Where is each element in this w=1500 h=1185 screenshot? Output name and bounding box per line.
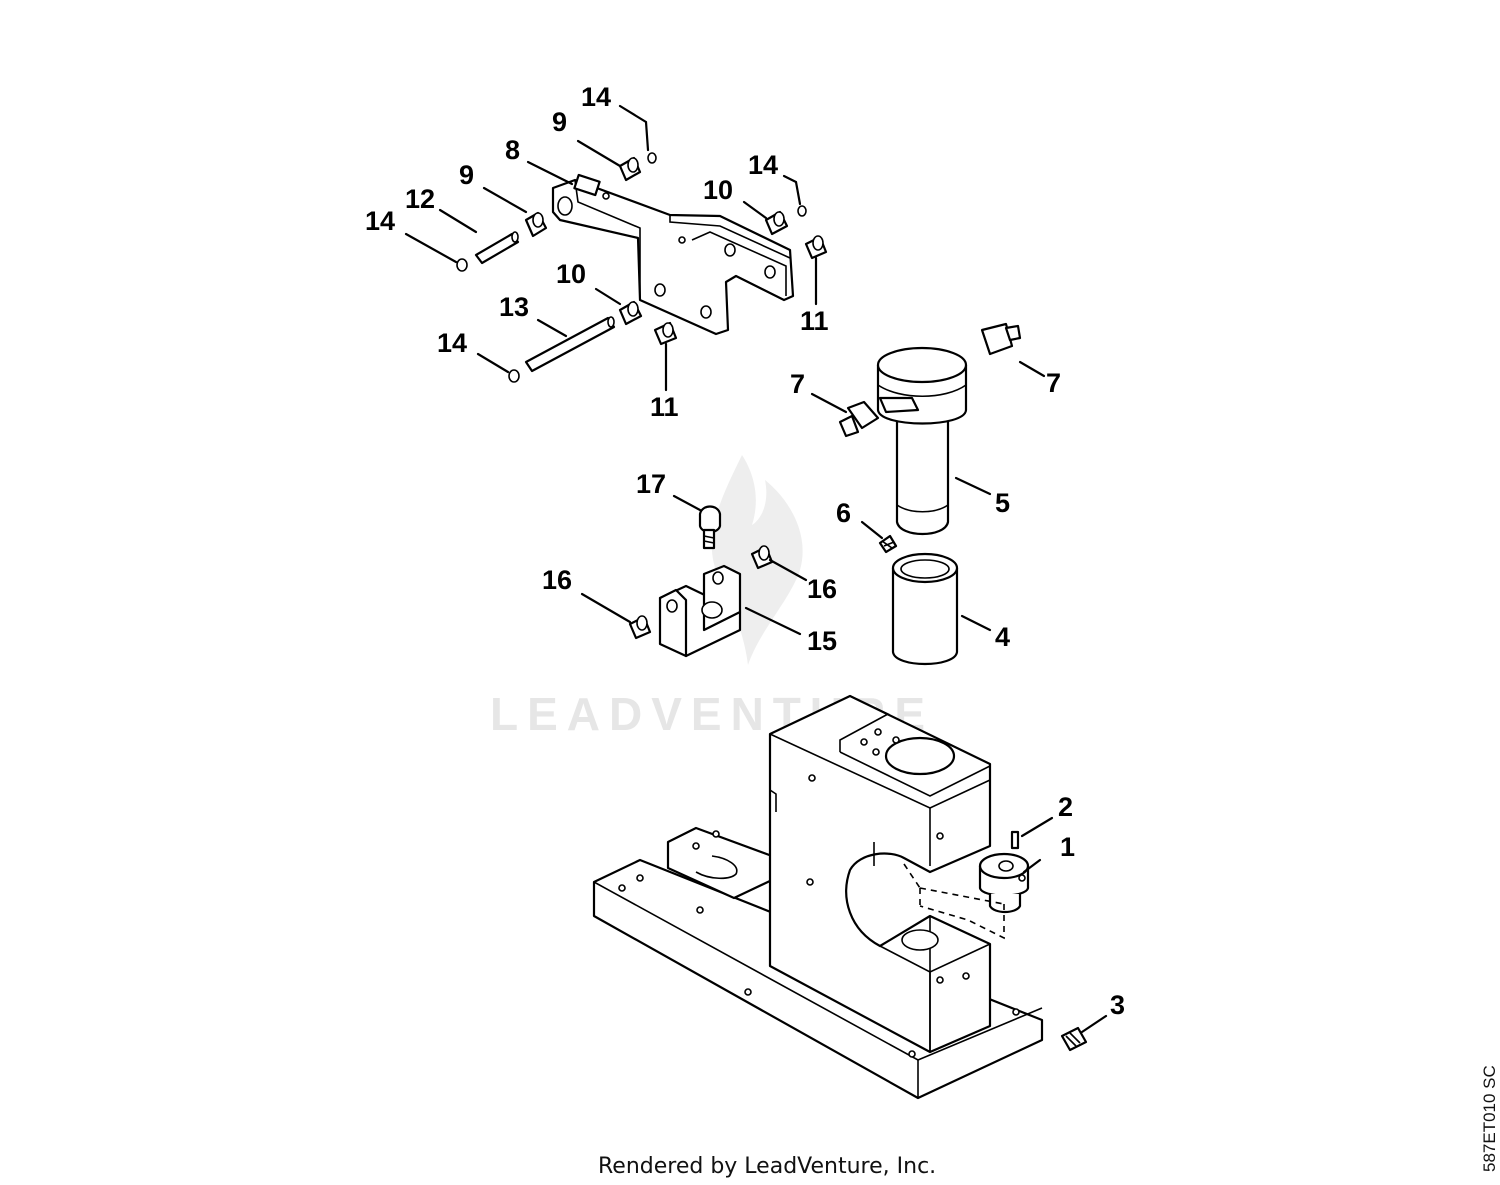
callout-12: 12: [405, 184, 435, 214]
pin-part-7-right: [980, 322, 1022, 356]
callout-6: 6: [836, 498, 851, 528]
callout-5: 5: [995, 488, 1010, 518]
callouts: 1 2 3 4 5 6 7 7 8 9 9 10 10 11 11 12 13 …: [365, 82, 1125, 1020]
diagram-code: 587ET010 SC: [1480, 1065, 1499, 1172]
callout-16-right: 16: [807, 574, 837, 604]
pin-part-2: [1010, 830, 1020, 850]
callout-14-left: 14: [365, 206, 395, 236]
bracket-part-15: [658, 564, 742, 658]
c-frame-body: [768, 694, 992, 1054]
spring-part-6: [878, 534, 898, 554]
callout-10-lower: 10: [556, 259, 586, 289]
callout-14-bottom: 14: [437, 328, 467, 358]
callout-4: 4: [995, 622, 1010, 652]
screw-part-17: [698, 505, 722, 550]
callout-16-left: 16: [542, 565, 572, 595]
bushing-part-11-right: [804, 235, 828, 260]
leader-lines: [404, 104, 1108, 1034]
bushing-part-10-upper: [764, 210, 789, 236]
bushing-part-11-left: [653, 321, 678, 346]
bushing-part-9-upper: [618, 156, 642, 182]
callout-17: 17: [636, 469, 666, 499]
callout-3: 3: [1110, 990, 1125, 1020]
pin-part-12: [474, 231, 520, 265]
bushing-part-10-lower: [618, 300, 643, 326]
callout-15: 15: [807, 626, 837, 656]
pin-part-13: [524, 316, 616, 373]
callout-10-upper: 10: [703, 175, 733, 205]
callout-9-upper: 9: [552, 107, 567, 137]
callout-11-left: 11: [650, 392, 679, 422]
footer-credit: Rendered by LeadVenture, Inc.: [598, 1154, 936, 1179]
callout-1: 1: [1060, 832, 1075, 862]
callout-14-top: 14: [581, 82, 611, 112]
callout-11-right: 11: [800, 306, 829, 336]
pin-part-7-left: [838, 400, 880, 438]
callout-8: 8: [505, 135, 520, 165]
lever-arm-part-8: [551, 173, 795, 336]
assembly-guide-line: [903, 863, 1005, 940]
callout-7-left: 7: [790, 369, 805, 399]
sleeve-part-4: [891, 552, 959, 666]
die-part-1: [978, 852, 1030, 914]
callout-7-right: 7: [1046, 368, 1061, 398]
bushing-part-16-left: [628, 615, 652, 640]
callout-2: 2: [1058, 792, 1073, 822]
callout-9-lower: 9: [459, 160, 474, 190]
callout-14-right: 14: [748, 150, 778, 180]
piston-part-5: [876, 346, 968, 535]
bushing-part-16-right: [750, 545, 774, 570]
screw-part-3: [1060, 1026, 1088, 1052]
bushing-part-9-lower: [524, 211, 548, 238]
circlip-part-14: [456, 152, 807, 383]
callout-13: 13: [499, 292, 529, 322]
